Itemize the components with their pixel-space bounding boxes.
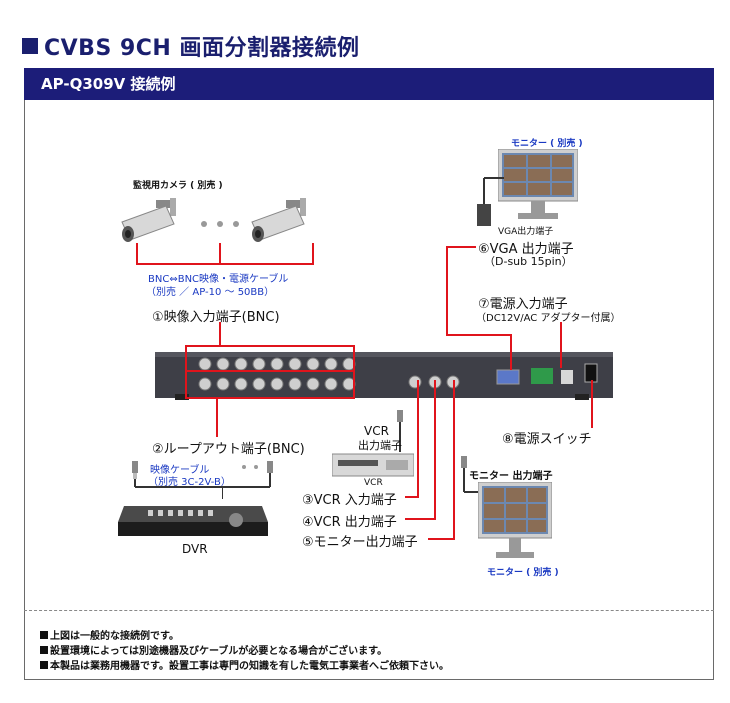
note-2: 設置環境によっては別途機器及びケーブルが必要となる場合がございます。 xyxy=(40,642,387,657)
vga-port-icon xyxy=(496,369,520,385)
note-3: 本製品は業務用機器です。設置工事は専門の知識を有した電気工事業者へご依頼下さい。 xyxy=(40,657,449,672)
page-title-text: CVBS 9CH 画面分割器接続例 xyxy=(44,36,360,61)
loop-out-label: ②ループアウト端子(BNC) xyxy=(152,442,305,457)
monitor-top-port: VGA出力端子 xyxy=(498,227,554,237)
vcr-label-1: VCR xyxy=(364,424,389,438)
camera-left-icon xyxy=(121,198,176,242)
note-bullet-icon xyxy=(40,631,48,639)
power-switch-pointer xyxy=(591,380,593,428)
monitor-top-label: モニター ( 別売 ) xyxy=(511,139,583,149)
camera-right-icon xyxy=(251,198,306,242)
vcr-out-line xyxy=(434,380,436,520)
vga-line-drop xyxy=(510,334,512,370)
power-switch-label: ⑧電源スイッチ xyxy=(502,432,592,447)
vcr-output-label: ④VCR 出力端子 xyxy=(302,515,397,530)
camera-cable-line-bottom xyxy=(136,263,314,265)
video-input-pointer xyxy=(219,322,221,346)
monitor-bottom-label: モニター ( 別売 ) xyxy=(487,568,559,578)
camera-cable-line-mid xyxy=(219,243,221,265)
vcr-out-arm xyxy=(405,518,436,520)
vcr-device-label: VCR xyxy=(364,478,383,488)
monitor-bottom-port: モニター 出力端子 xyxy=(469,471,553,482)
vga-line-left xyxy=(446,246,448,336)
vga-line-bottom xyxy=(446,334,512,336)
bnc-highlight-divider xyxy=(185,370,355,372)
vga-line-top xyxy=(446,246,476,248)
monitor-out-line xyxy=(453,380,455,540)
camera-cable-text-2: （別売 ／ AP-10 ～ 50BB） xyxy=(146,287,275,298)
notes-separator xyxy=(24,610,714,611)
power-terminal-icon xyxy=(531,368,553,384)
loop-out-pointer xyxy=(216,399,218,437)
multiplexer-unit xyxy=(155,352,613,400)
dvr-cable-text-2: （別売 3C-2V-B） xyxy=(148,477,231,488)
camera-cable-text-1: BNC⇔BNC映像・電源ケーブル xyxy=(148,274,289,285)
vga-output-sub: （D-sub 15pin） xyxy=(484,255,573,268)
camera-label: 監視用カメラ ( 別売 ) xyxy=(133,181,223,191)
camera-cable-line-right xyxy=(312,243,314,263)
dvr-device xyxy=(118,506,268,536)
note-bullet-icon xyxy=(40,646,48,654)
vga-cable-icon xyxy=(477,177,504,226)
power-input-pointer xyxy=(560,322,562,368)
vcr-input-label: ③VCR 入力端子 xyxy=(302,493,397,508)
note-bullet-icon xyxy=(40,661,48,669)
vcr-in-line xyxy=(417,380,419,498)
monitor-bottom xyxy=(478,482,552,558)
vcr-in-arm xyxy=(405,496,419,498)
monitor-top xyxy=(498,149,578,219)
dvr-cable-icon xyxy=(132,461,273,488)
bnc-highlight-box xyxy=(185,345,355,399)
monitor-out-arm xyxy=(428,538,455,540)
monitor-output-label: ⑤モニター出力端子 xyxy=(302,535,418,550)
video-input-label: ①映像入力端子(BNC) xyxy=(152,310,280,325)
cameras-illustration xyxy=(121,198,306,242)
vcr-label-2: 出力端子 xyxy=(358,439,402,452)
note-1: 上図は一般的な接続例です。 xyxy=(40,627,179,642)
dvr-label: DVR xyxy=(182,542,208,556)
vcr-device xyxy=(332,453,414,477)
square-bullet-icon xyxy=(22,38,38,54)
vcr-cable-icon xyxy=(397,410,403,452)
power-input-sub: （DC12V/AC アダプター付属） xyxy=(476,313,621,324)
dvr-cable-text-1: 映像ケーブル xyxy=(150,465,210,476)
model-banner: AP-Q309V 接続例 xyxy=(24,68,714,100)
dc-jack-icon xyxy=(561,370,573,384)
camera-cable-line-left xyxy=(136,243,138,263)
dvr-cable-drop xyxy=(222,487,223,499)
power-input-label: ⑦電源入力端子 xyxy=(478,297,568,312)
vga-output-label: ⑥VGA 出力端子 xyxy=(478,242,574,257)
page-title: CVBS 9CH 画面分割器接続例 xyxy=(22,30,359,62)
